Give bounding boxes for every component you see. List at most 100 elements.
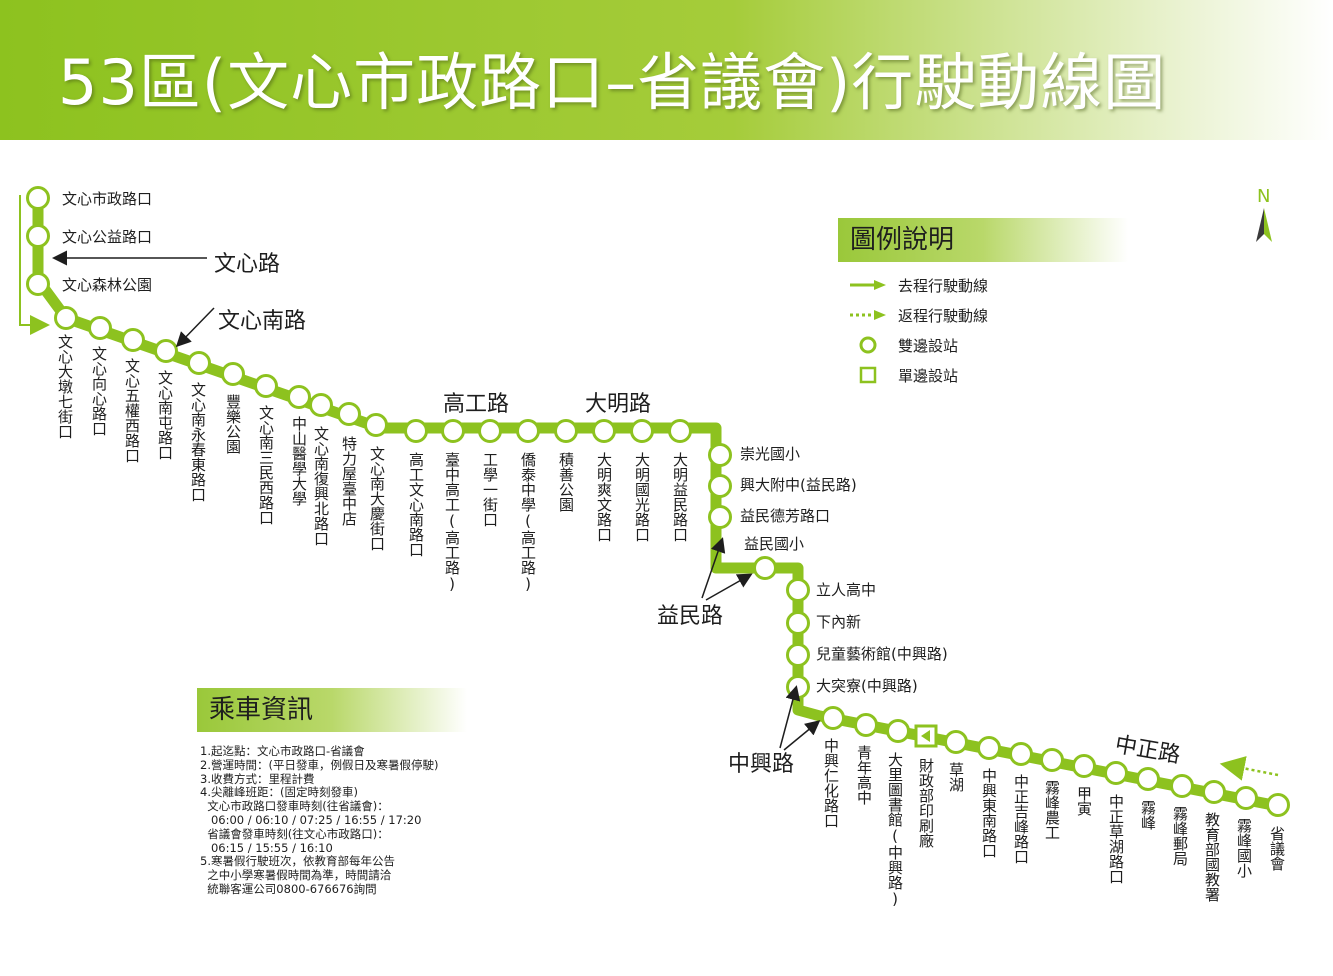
stop-label: 文心五權西路口 xyxy=(123,358,141,463)
stop-marker xyxy=(630,419,654,443)
stop-marker xyxy=(854,713,878,737)
road-arrow-zhongxing-2 xyxy=(783,720,821,751)
stop-label: 甲寅 xyxy=(1075,786,1093,816)
stop-label: 益民國小 xyxy=(744,535,805,553)
stop-marker xyxy=(441,419,465,443)
stop-marker xyxy=(1202,780,1226,804)
stop-marker xyxy=(478,419,502,443)
road-label: 中興路 xyxy=(728,752,795,777)
stop-marker xyxy=(786,578,810,602)
stop-label: 霧峰郵局 xyxy=(1171,806,1189,866)
stop-label: 大明益民路口 xyxy=(671,452,689,542)
stop-label: 益民德芳路口 xyxy=(740,507,831,525)
map-title: 53區(文心市政路口–省議會)行駛動線圖 xyxy=(58,46,1167,119)
stop-marker xyxy=(254,374,278,398)
stop-label: 中興仁化路口 xyxy=(822,738,840,828)
stop-label: 中正草湖路口 xyxy=(1107,794,1125,884)
stop-label: 積善公園 xyxy=(557,452,575,512)
stop-marker xyxy=(944,730,968,754)
stop-marker xyxy=(287,385,311,409)
legend-label: 單邊設站 xyxy=(898,366,959,385)
stop-marker xyxy=(786,675,810,699)
stop-label: 大里圖書館(中興路) xyxy=(886,752,904,908)
info-line: 統聯客運公司0800-676676詢問 xyxy=(200,881,377,896)
stop-label: 文心南大慶街口 xyxy=(368,446,386,551)
info-line: 1.起迄點：文心市政路口-省議會 xyxy=(200,744,365,758)
title-banner: 53區(文心市政路口–省議會)行駛動線圖 xyxy=(0,0,1333,140)
road-arrow-yimin-2 xyxy=(705,573,753,601)
legend-item-both-sides: 雙邊設站 xyxy=(848,330,988,360)
stop-label: 霧峰國小 xyxy=(1235,818,1253,878)
info-line: 之中小學寒暑假時間為準，時間請洽 xyxy=(200,868,392,883)
stop-marker xyxy=(668,419,692,443)
info-line: 5.寒暑假行駛班次，依教育部每年公告 xyxy=(200,854,395,869)
compass-label: N xyxy=(1257,186,1271,207)
solid-arrow-icon xyxy=(850,280,886,290)
stop-label: 文心市政路口 xyxy=(62,190,153,208)
stop-label: 兒童藝術館(中興路) xyxy=(816,645,948,663)
stop-label: 中興東南路口 xyxy=(980,768,998,858)
info-line: 2.營運時間：(平日發車，例假日及寒暑假停駛) xyxy=(200,757,439,772)
stop-marker xyxy=(753,556,777,580)
road-label: 文心路 xyxy=(214,252,281,277)
stop-label: 大明國光路口 xyxy=(633,452,651,542)
stop-marker xyxy=(187,351,211,375)
stop-label: 興大附中(益民路) xyxy=(740,476,857,494)
stop-label: 臺中高工(高工路) xyxy=(443,452,461,593)
stop-marker xyxy=(786,611,810,635)
road-label: 益民路 xyxy=(657,604,724,629)
legend-item-one-side: 單邊設站 xyxy=(848,360,988,390)
legend-label: 返程行駛動線 xyxy=(898,306,989,325)
stop-label: 文心公益路口 xyxy=(62,228,153,246)
stop-label: 文心南三民西路口 xyxy=(257,405,275,525)
stop-label: 大突寮(中興路) xyxy=(816,677,918,695)
legend-title: 圖例說明 xyxy=(838,218,1128,262)
stop-marker xyxy=(1234,786,1258,810)
stop-marker xyxy=(154,339,178,363)
road-label: 高工路 xyxy=(443,392,510,417)
stop-marker xyxy=(1104,761,1128,785)
stop-marker xyxy=(1072,754,1096,778)
square-stop-icon xyxy=(859,366,877,384)
legend: 去程行駛動線 返程行駛動線 雙邊設站 單邊設站 xyxy=(848,270,988,390)
info-line: 4.尖離峰班距：(固定時刻發車) xyxy=(200,785,358,800)
stop-label: 財政部印刷廠 xyxy=(917,758,935,848)
stop-marker xyxy=(404,419,428,443)
info-line: 文心市政路口發車時刻(往省議會)： xyxy=(200,799,389,814)
stop-markers xyxy=(26,186,1290,817)
legend-item-outbound: 去程行駛動線 xyxy=(848,270,988,300)
stop-marker xyxy=(554,419,578,443)
stop-marker xyxy=(786,643,810,667)
stop-marker xyxy=(26,186,50,210)
info-line: 06:00 / 06:10 / 07:25 / 16:55 / 17:20 xyxy=(200,812,422,827)
stop-marker xyxy=(88,316,112,340)
stop-label: 文心南復興北路口 xyxy=(312,426,330,546)
stop-label: 青年高中 xyxy=(855,745,873,805)
road-arrow-yimin-1 xyxy=(701,537,726,599)
stop-marker xyxy=(1009,742,1033,766)
info-line: 3.收費方式：里程計費 xyxy=(200,771,315,786)
stop-label: 文心森林公園 xyxy=(62,276,153,294)
stop-marker xyxy=(54,306,78,330)
outbound-direction-arrow xyxy=(19,195,50,335)
stop-marker xyxy=(26,224,50,248)
stop-label: 豐樂公園 xyxy=(224,394,242,454)
stop-label: 大明爽文路口 xyxy=(595,452,613,542)
stop-marker xyxy=(1266,793,1290,817)
dotted-arrow-icon xyxy=(850,310,886,320)
road-label: 文心南路 xyxy=(218,309,307,334)
stop-label: 文心向心路口 xyxy=(90,346,108,436)
stop-label: 僑泰中學(高工路) xyxy=(519,452,537,593)
stop-label: 教育部國教署 xyxy=(1203,812,1221,902)
stop-marker xyxy=(26,272,50,296)
stop-label: 高工文心南路口 xyxy=(407,452,425,557)
stop-label: 特力屋臺中店 xyxy=(340,436,358,526)
stop-marker xyxy=(309,393,333,417)
legend-label: 雙邊設站 xyxy=(898,336,959,355)
stop-marker xyxy=(121,328,145,352)
road-arrows xyxy=(52,250,821,751)
stop-marker xyxy=(221,362,245,386)
stop-label: 文心南永春東路口 xyxy=(189,382,207,502)
stop-marker xyxy=(708,443,732,467)
